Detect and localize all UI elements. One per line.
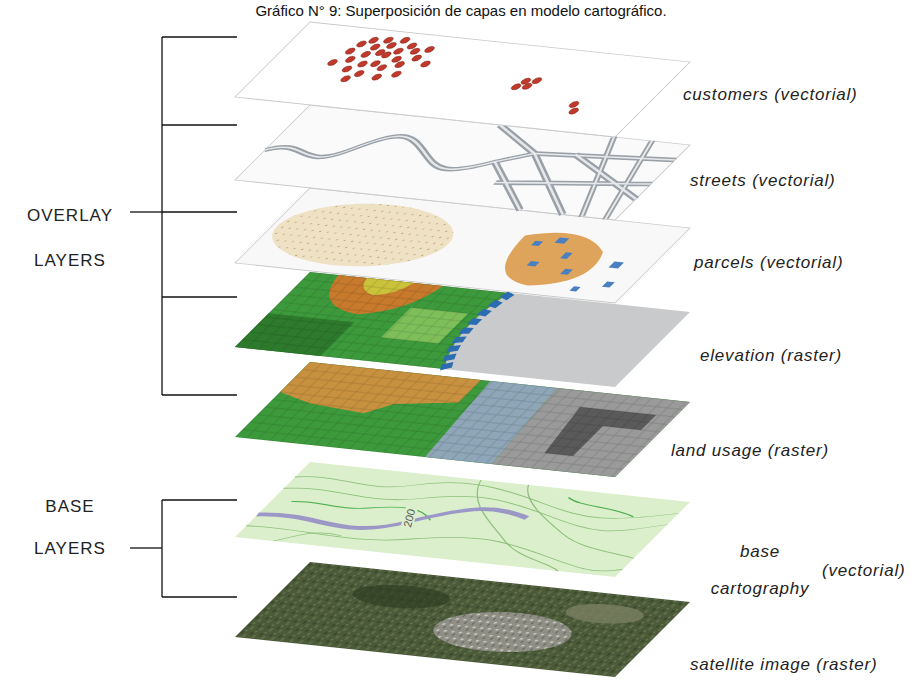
bracket [130, 37, 237, 597]
layer-label: base cartography [700, 533, 820, 607]
group-label: OVERLAY LAYERS [15, 193, 125, 283]
layer-label: streets (vectorial) [690, 171, 836, 191]
layer-label: satellite image (raster) [690, 655, 877, 675]
customers-layer [235, 22, 690, 137]
figure-title: Gráfico N° 9: Superposición de capas en … [0, 2, 922, 19]
layer-label: (vectorial) [822, 561, 905, 581]
base-cartography-layer [235, 462, 690, 577]
satellite-layer [235, 562, 690, 677]
layer-label: parcels (vectorial) [694, 253, 843, 273]
layer-label: land usage (raster) [671, 441, 829, 461]
group-label: BASE LAYERS [15, 486, 125, 570]
layer-label: customers (vectorial) [683, 85, 858, 105]
layer-label: elevation (raster) [700, 346, 842, 366]
